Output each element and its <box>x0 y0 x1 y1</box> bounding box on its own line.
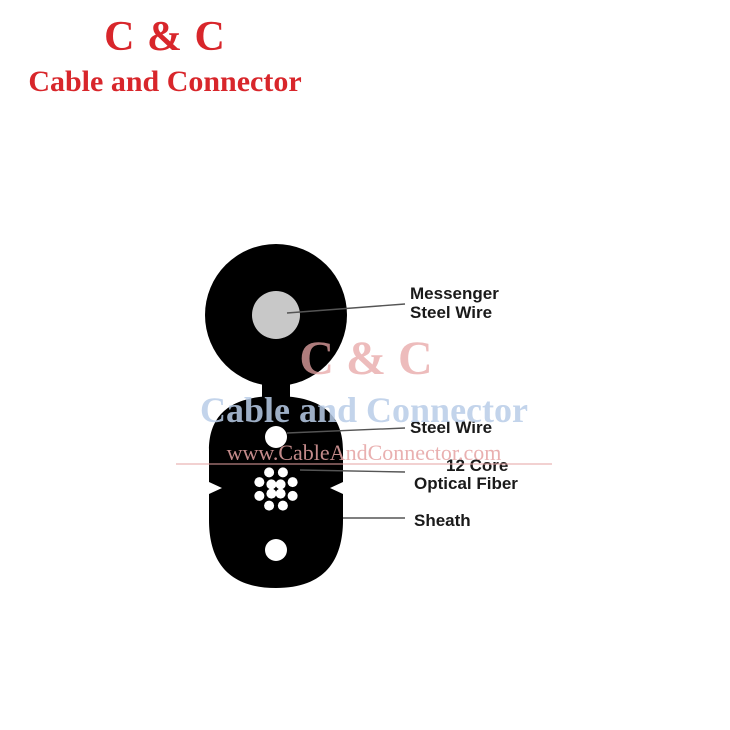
optical-fiber-10 <box>264 467 275 478</box>
label-fiber-line2: Optical Fiber <box>414 474 518 493</box>
optical-fiber-12 <box>287 477 298 488</box>
watermark: C & C Cable and Connector www.CableAndCo… <box>176 332 552 465</box>
optical-fiber-6 <box>277 500 288 511</box>
optical-fiber-2 <box>266 488 277 499</box>
watermark-name-text: Cable and Connector <box>200 390 528 430</box>
brand-header: C & C Cable and Connector <box>0 14 330 100</box>
optical-fiber-11 <box>277 467 288 478</box>
optical-fiber-8 <box>254 490 265 501</box>
label-sheath: Sheath <box>414 511 471 530</box>
label-steel-wire: Steel Wire <box>410 418 492 437</box>
brand-name-text: Cable and Connector <box>28 65 302 98</box>
leader-line-steel-wire <box>286 427 406 434</box>
watermark-logo-text: C & C <box>299 332 432 385</box>
label-messenger-line1: Messenger <box>410 284 499 303</box>
steel-wire-bottom <box>265 539 287 561</box>
leader-line-fiber <box>299 469 406 473</box>
label-fiber-line1: 12 Core <box>446 456 508 475</box>
optical-fiber-1 <box>275 488 286 499</box>
leader-line-messenger <box>286 303 406 314</box>
optical-fiber-4 <box>275 479 286 490</box>
optical-fiber-9 <box>254 477 265 488</box>
optical-fiber-7 <box>264 500 275 511</box>
optical-fiber-bundle <box>254 467 298 511</box>
brand-logo-text: C & C <box>104 14 226 60</box>
watermark-url-text: www.CableAndConnector.com <box>227 440 502 465</box>
steel-wire-top <box>265 426 287 448</box>
optical-fiber-5 <box>287 490 298 501</box>
messenger-steel-core <box>252 291 300 339</box>
optical-fiber-3 <box>266 479 277 490</box>
label-messenger-line2: Steel Wire <box>410 303 492 322</box>
